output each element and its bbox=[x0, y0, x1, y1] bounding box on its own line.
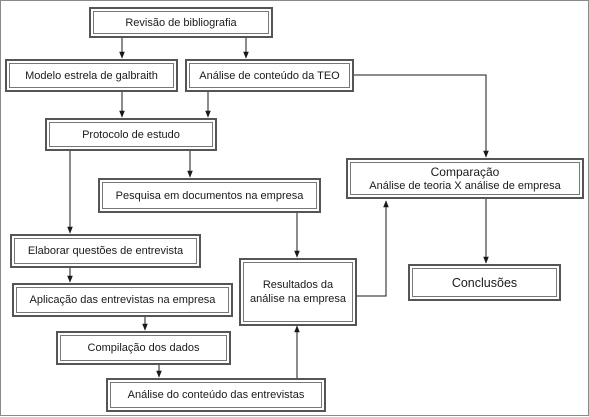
node-label: Análise de conteúdo da TEO bbox=[199, 69, 340, 82]
node-compilacao-dados: Compilação dos dados bbox=[56, 331, 231, 365]
node-label: Aplicação das entrevistas na empresa bbox=[29, 294, 216, 306]
node-protocolo-estudo: Protocolo de estudo bbox=[45, 118, 217, 151]
node-analise-conteudo-entrevistas: Análise do conteúdo das entrevistas bbox=[106, 378, 326, 412]
node-label-subtitle: Análise de teoria X análise de empresa bbox=[369, 179, 561, 192]
node-label-line1: Resultados da bbox=[262, 279, 334, 291]
node-label: Modelo estrela de galbraith bbox=[25, 69, 158, 82]
edge-analise-teo-comparacao bbox=[354, 74, 489, 158]
node-pesquisa-documentos: Pesquisa em documentos na empresa bbox=[98, 178, 321, 213]
edge-resultados-comparacao bbox=[357, 200, 389, 297]
node-label: Análise do conteúdo das entrevistas bbox=[127, 389, 305, 401]
node-comparacao: Comparação Análise de teoria X análise d… bbox=[346, 158, 584, 199]
node-label-title: Comparação bbox=[430, 164, 500, 179]
node-label: Pesquisa em documentos na empresa bbox=[115, 189, 304, 202]
node-analise-conteudo-teo: Análise de conteúdo da TEO bbox=[185, 59, 354, 92]
node-modelo-estrela: Modelo estrela de galbraith bbox=[5, 59, 178, 92]
node-resultados-analise: Resultados da análise na empresa bbox=[239, 258, 357, 326]
node-label: Protocolo de estudo bbox=[82, 128, 180, 141]
node-conclusoes: Conclusões bbox=[408, 264, 561, 301]
node-label: Compilação dos dados bbox=[87, 342, 200, 354]
node-label: Revisão de bibliografia bbox=[125, 16, 237, 29]
node-aplicacao-entrevistas: Aplicação das entrevistas na empresa bbox=[12, 283, 233, 317]
node-label: Elaborar questões de entrevista bbox=[27, 245, 184, 257]
node-label: Conclusões bbox=[451, 275, 518, 290]
node-label-line2: análise na empresa bbox=[249, 293, 346, 305]
node-elaborar-questoes: Elaborar questões de entrevista bbox=[10, 234, 201, 268]
node-revisao-bibliografia: Revisão de bibliografia bbox=[89, 7, 273, 38]
